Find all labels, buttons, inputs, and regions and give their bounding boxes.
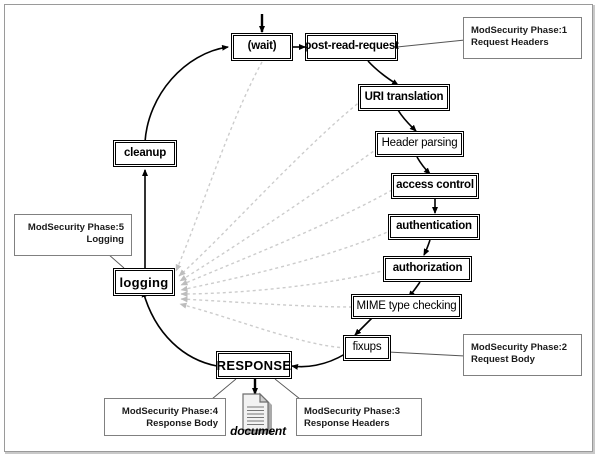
annotation-phase-5-line1: ModSecurity Phase:5 (27, 222, 124, 233)
annotation-phase-1-line1: ModSecurity Phase:1 (471, 25, 568, 36)
node-cleanup[interactable]: cleanup (113, 140, 177, 167)
annotation-phase-4: ModSecurity Phase:4 Response Body (104, 398, 226, 436)
node-response[interactable]: RESPONSE (216, 351, 292, 379)
node-header-parsing[interactable]: Header parsing (375, 131, 464, 157)
document-icon (232, 392, 284, 438)
annotation-phase-3-line2: Response Headers (304, 418, 390, 429)
document-label: document (230, 424, 286, 438)
annotation-phase-2-line1: ModSecurity Phase:2 (471, 342, 568, 353)
annotation-phase-1-line2: Request Headers (471, 37, 549, 48)
annotation-phase-2-line2: Request Body (471, 354, 535, 365)
node-post-read-request[interactable]: post-read-request (304, 33, 399, 61)
annotation-phase-4-line1: ModSecurity Phase:4 (121, 406, 218, 417)
node-logging[interactable]: logging (113, 268, 175, 296)
annotation-phase-4-line2: Response Body (146, 418, 218, 429)
annotation-phase-3: ModSecurity Phase:3 Response Headers (296, 398, 422, 436)
node-authentication[interactable]: authentication (388, 214, 480, 240)
node-wait[interactable]: (wait) (231, 33, 293, 61)
node-fixups[interactable]: fixups (343, 335, 391, 361)
node-access-control[interactable]: access control (391, 173, 479, 199)
annotation-phase-5: ModSecurity Phase:5 Logging (14, 214, 132, 256)
node-mime-type-checking[interactable]: MIME type checking (351, 294, 462, 319)
node-uri-translation[interactable]: URI translation (358, 84, 450, 111)
annotation-phase-2: ModSecurity Phase:2 Request Body (463, 334, 582, 376)
node-authorization[interactable]: authorization (383, 256, 472, 282)
annotation-phase-5-line2: Logging (86, 234, 124, 245)
annotation-phase-3-line1: ModSecurity Phase:3 (304, 406, 401, 417)
annotation-phase-1: ModSecurity Phase:1 Request Headers (463, 17, 582, 59)
